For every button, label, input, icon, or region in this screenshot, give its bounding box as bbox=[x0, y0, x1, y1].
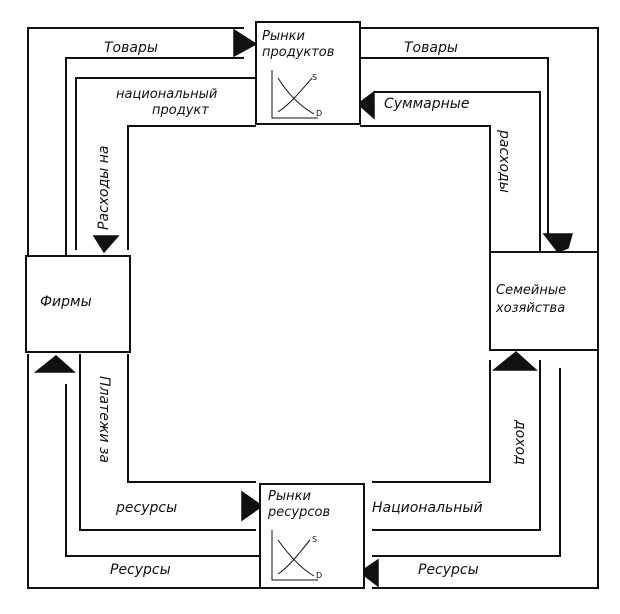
demand-curve-2 bbox=[277, 539, 315, 577]
demand-label-2: D bbox=[316, 571, 322, 580]
product-markets-line1: Рынки bbox=[262, 29, 305, 44]
firms-label: Фирмы bbox=[40, 294, 92, 310]
label-spending-on: Расходы на bbox=[96, 146, 112, 231]
label-national-product-1: национальный bbox=[116, 87, 217, 102]
supply-demand-mini-chart-2 bbox=[271, 530, 318, 581]
income-band bbox=[372, 360, 541, 531]
households-line2: хозяйства bbox=[495, 301, 565, 316]
arrow-goods-to-households bbox=[542, 233, 573, 253]
total-spending-band bbox=[360, 91, 541, 252]
resources-band-left bbox=[27, 354, 260, 589]
label-national-product-2: продукт bbox=[152, 103, 209, 118]
goods-band-left bbox=[27, 27, 244, 256]
demand-label: D bbox=[316, 109, 322, 118]
supply-label-2: S bbox=[312, 535, 317, 544]
label-total-spending-2: расходы bbox=[496, 129, 512, 193]
arrow-spending-into-firms bbox=[92, 235, 120, 254]
label-payments-for: Платежи за bbox=[96, 376, 112, 463]
supply-demand-mini-chart bbox=[271, 70, 318, 119]
resource-markets-line2: ресурсов bbox=[267, 505, 330, 520]
arrow-goods-into-product-markets bbox=[233, 28, 258, 58]
label-goods-left: Товары bbox=[104, 40, 158, 56]
resource-markets-line1: Рынки bbox=[268, 489, 311, 504]
label-national-income-2: доход bbox=[512, 419, 528, 465]
label-goods-right: Товары bbox=[404, 40, 458, 56]
arrow-payments-from-firms bbox=[33, 355, 76, 373]
resources-band-right bbox=[372, 350, 599, 589]
goods-band-right bbox=[360, 27, 599, 252]
label-resources-small: ресурсы bbox=[115, 500, 177, 516]
box-product-markets: Рынки продуктов S D bbox=[255, 21, 361, 125]
arrow-resources-into-resource-markets bbox=[358, 558, 379, 588]
supply-label: S bbox=[312, 73, 317, 82]
label-resources-left: Ресурсы bbox=[110, 562, 171, 578]
inner-flow bbox=[75, 77, 541, 531]
arrow-income-into-households bbox=[491, 351, 538, 371]
label-total-spending-1: Суммарные bbox=[384, 96, 469, 112]
demand-curve bbox=[277, 77, 315, 115]
supply-curve bbox=[277, 77, 313, 113]
outer-flow bbox=[27, 27, 599, 589]
label-resources-right: Ресурсы bbox=[418, 562, 479, 578]
arrow-payments-into-resource-markets bbox=[241, 490, 264, 522]
box-resource-markets: Рынки ресурсов S D bbox=[259, 483, 365, 589]
flow-labels: Товары Товары национальный продукт Расхо… bbox=[96, 40, 528, 578]
label-national-income-1: Национальный bbox=[372, 500, 483, 516]
box-households: Семейные хозяйства bbox=[489, 251, 599, 351]
supply-curve-2 bbox=[277, 539, 311, 575]
box-firms: Фирмы bbox=[25, 255, 131, 353]
payments-band bbox=[79, 354, 256, 531]
arrow-spending-to-product-markets bbox=[356, 90, 375, 120]
households-line1: Семейные bbox=[496, 283, 566, 298]
product-markets-line2: продуктов bbox=[262, 45, 334, 60]
spending-band bbox=[75, 77, 256, 250]
arrowheads bbox=[33, 28, 573, 588]
